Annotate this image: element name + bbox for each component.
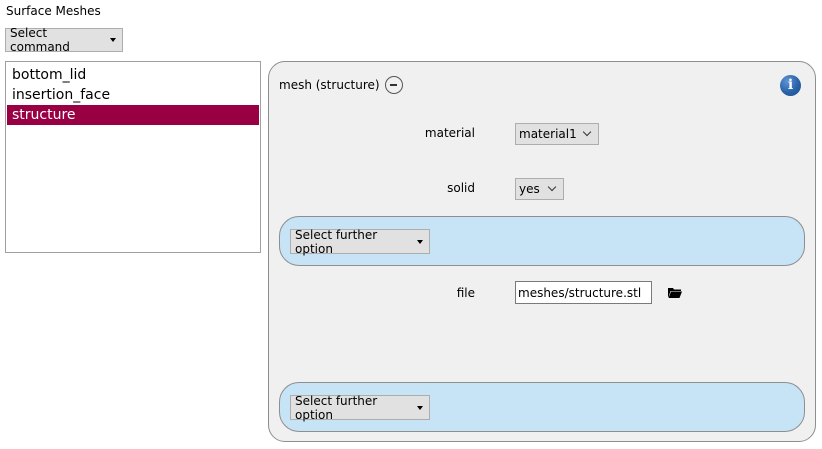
chevron-down-icon [547,182,557,192]
select-command-button[interactable]: Select command [5,26,123,54]
select-further-option-button[interactable]: Select further option [290,227,430,256]
chevron-down-icon [582,127,592,137]
further-option-bar: Select further option [279,216,805,266]
solid-select-value: yes [519,182,540,196]
caret-down-icon [417,405,423,410]
page-title: Surface Meshes [6,4,101,18]
info-icon[interactable]: i [780,75,801,96]
collapse-minus-icon[interactable] [385,76,403,94]
list-item[interactable]: insertion_face [12,87,111,103]
material-label: material [424,126,475,140]
select-command-label: Select command [10,26,70,54]
caret-down-icon [110,38,116,42]
solid-select[interactable]: yes [515,178,564,200]
panel-title: mesh (structure) [279,78,380,92]
material-select-value: material1 [519,127,577,141]
select-further-option-label: Select further option [295,393,378,422]
select-further-option-button[interactable]: Select further option [290,393,430,422]
further-option-bar: Select further option [279,382,805,432]
file-path-input[interactable]: meshes/structure.stl [515,281,652,304]
file-path-value: meshes/structure.stl [518,285,642,300]
mesh-list[interactable]: bottom_lid insertion_face structure [5,61,261,253]
material-select[interactable]: material1 [515,123,599,145]
list-item-selected[interactable]: structure [7,105,259,125]
solid-label: solid [447,181,475,195]
file-label: file [456,286,475,300]
caret-down-icon [417,239,423,244]
mesh-properties-panel: mesh (structure) i material material1 so… [268,61,816,442]
list-item[interactable]: bottom_lid [12,67,87,83]
folder-icon[interactable] [668,287,682,298]
select-further-option-label: Select further option [295,227,378,256]
